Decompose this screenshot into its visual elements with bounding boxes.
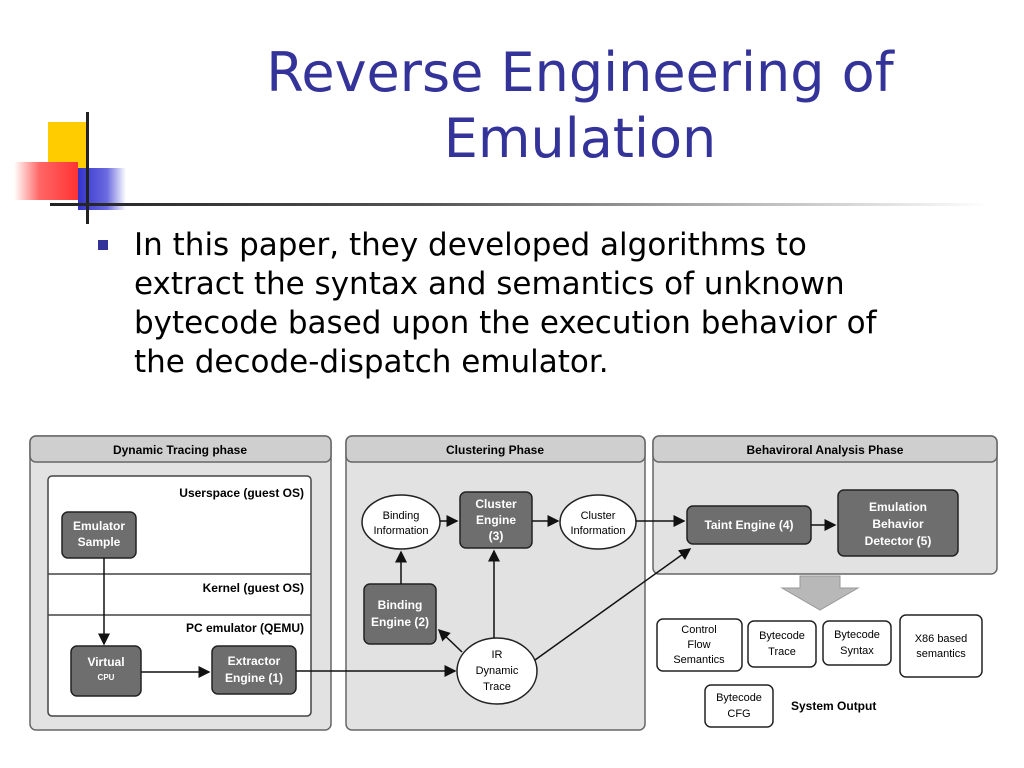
svg-text:Sample: Sample — [78, 535, 121, 549]
emulation-detector-node: Emulation Behavior Detector (5) — [837, 489, 959, 557]
phase-dynamic-label: Dynamic Tracing phase — [113, 443, 247, 457]
svg-text:Emulation: Emulation — [869, 500, 927, 514]
title-line-1: Reverse Engineering of — [266, 41, 894, 104]
svg-text:Bytecode: Bytecode — [834, 629, 880, 641]
cluster-engine-node: Cluster Engine (3) — [459, 491, 533, 549]
svg-text:Information: Information — [373, 525, 428, 537]
userspace-label: Userspace (guest OS) — [179, 486, 304, 500]
svg-text:Trace: Trace — [483, 681, 511, 693]
svg-text:Dynamic: Dynamic — [476, 665, 519, 677]
svg-text:Control: Control — [681, 624, 716, 636]
svg-text:Engine (2): Engine (2) — [371, 615, 429, 629]
output-down-arrow — [780, 575, 860, 611]
svg-text:Virtual: Virtual — [87, 655, 124, 669]
svg-text:Semantics: Semantics — [673, 654, 725, 666]
arrow-ir-to-taint — [534, 548, 692, 661]
svg-text:Taint Engine (4): Taint Engine (4) — [704, 518, 793, 532]
output-bytecode-cfg: Bytecode CFG — [704, 684, 774, 728]
svg-text:Cluster: Cluster — [475, 497, 517, 511]
svg-text:Bytecode: Bytecode — [716, 692, 762, 704]
pc-emulator-label: PC emulator (QEMU) — [186, 621, 304, 635]
svg-text:Behavior: Behavior — [872, 517, 924, 531]
svg-text:Detector (5): Detector (5) — [865, 534, 932, 548]
output-control-flow: Control Flow Semantics — [656, 618, 743, 672]
output-x86-semantics: X86 based semantics — [899, 614, 983, 678]
system-output-label: System Output — [791, 699, 876, 713]
diagram-arrows — [98, 515, 837, 678]
arrow-ir-to-binding-engine — [437, 628, 463, 653]
svg-text:Syntax: Syntax — [840, 645, 874, 657]
extractor-engine-node: Extractor Engine (1) — [211, 645, 297, 695]
title-divider — [50, 203, 990, 206]
phase-clustering-label: Clustering Phase — [446, 443, 544, 457]
svg-text:Engine: Engine — [476, 513, 516, 527]
binding-engine-node: Binding Engine (2) — [363, 583, 437, 645]
svg-text:X86 based: X86 based — [915, 633, 968, 645]
cluster-information-node: Cluster Information — [559, 494, 637, 550]
svg-text:Engine (1): Engine (1) — [225, 671, 283, 685]
svg-text:Flow: Flow — [687, 639, 710, 651]
bullet-marker — [98, 240, 108, 250]
svg-text:(3): (3) — [489, 529, 504, 543]
svg-text:Extractor: Extractor — [228, 654, 281, 668]
slide-title: Reverse Engineering of Emulation — [200, 40, 960, 172]
ir-dynamic-trace-node: IR Dynamic Trace — [456, 637, 538, 705]
svg-text:Emulator: Emulator — [73, 519, 125, 533]
virtual-cpu-node: Virtual CPU — [70, 645, 142, 697]
decor-vertical-line — [86, 112, 89, 224]
bullet-text: In this paper, they developed algorithms… — [134, 227, 877, 380]
output-bytecode-syntax: Bytecode Syntax — [822, 620, 892, 666]
svg-text:Bytecode: Bytecode — [759, 630, 805, 642]
kernel-label: Kernel (guest OS) — [203, 581, 304, 595]
svg-text:CFG: CFG — [727, 708, 750, 720]
svg-text:Information: Information — [570, 525, 625, 537]
svg-text:Cluster: Cluster — [581, 510, 616, 522]
svg-text:semantics: semantics — [916, 648, 966, 660]
binding-information-node: Binding Information — [361, 494, 441, 550]
svg-text:Binding: Binding — [378, 598, 423, 612]
title-line-2: Emulation — [443, 107, 717, 170]
output-bytecode-trace: Bytecode Trace — [747, 620, 817, 668]
svg-text:IR: IR — [492, 649, 503, 661]
svg-text:CPU: CPU — [98, 673, 115, 682]
red-square — [14, 162, 78, 200]
phase-behavioral-label: Behaviroral Analysis Phase — [747, 443, 904, 457]
emulator-sample-node: Emulator Sample — [61, 511, 137, 559]
svg-text:Trace: Trace — [768, 646, 796, 658]
taint-engine-node: Taint Engine (4) — [686, 505, 812, 545]
svg-text:Binding: Binding — [383, 510, 420, 522]
